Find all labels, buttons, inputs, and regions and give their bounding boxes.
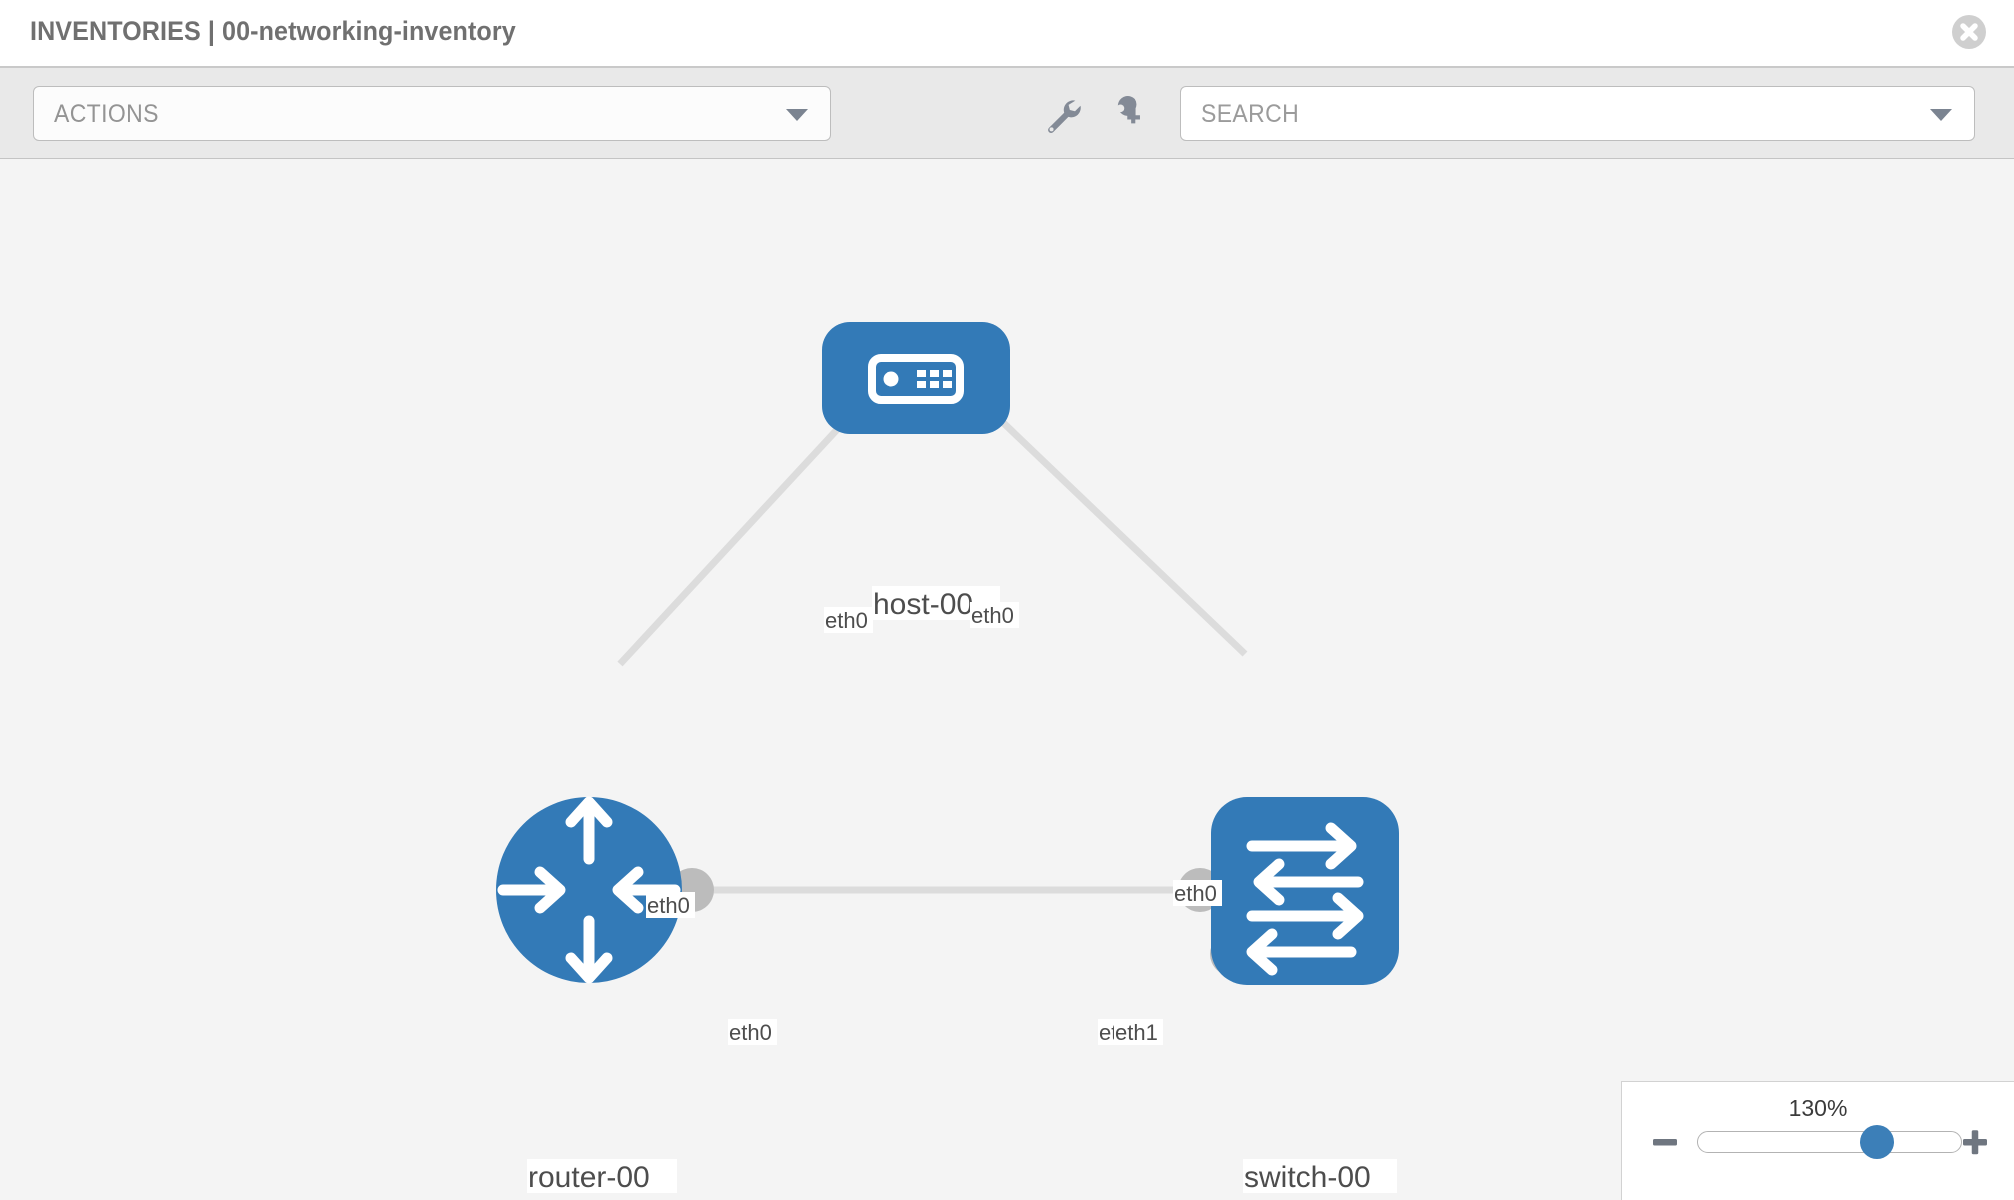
- plus-icon: [1963, 1130, 1987, 1155]
- actions-dropdown[interactable]: ACTIONS: [33, 86, 831, 141]
- svg-text:eth0: eth0: [1174, 881, 1217, 906]
- node-label-host-00: host-00: [873, 588, 973, 621]
- breadcrumb: INVENTORIES | 00-networking-inventory: [30, 16, 516, 46]
- minus-icon: [1653, 1139, 1677, 1146]
- iface-label-router00-up: eth0: [646, 892, 695, 918]
- svg-text:eth0: eth0: [971, 603, 1014, 628]
- wrench-button[interactable]: [1040, 92, 1084, 136]
- close-icon: [1960, 23, 1978, 41]
- zoom-level-label: 130%: [1788, 1095, 1848, 1121]
- node-host-00[interactable]: host-00: [822, 322, 1010, 621]
- iface-label-host00-left: eth0: [824, 607, 873, 633]
- toolbar: ACTIONS SEARCH: [0, 68, 2014, 159]
- actions-dropdown-label: ACTIONS: [54, 100, 159, 128]
- topology-canvas[interactable]: host-00 router-00: [0, 159, 2014, 1200]
- router-icon: [497, 796, 681, 984]
- topology-graph: host-00 router-00: [496, 322, 1399, 1194]
- svg-text:eth1: eth1: [1115, 1020, 1158, 1045]
- node-label-switch-00: switch-00: [1244, 1161, 1371, 1194]
- search-input[interactable]: SEARCH: [1180, 86, 1975, 141]
- chevron-down-icon: [1930, 108, 1952, 121]
- zoom-out-button[interactable]: [1648, 1125, 1682, 1159]
- key-button[interactable]: [1105, 92, 1149, 136]
- wrench-icon: [1048, 100, 1081, 134]
- switch-icon: [1246, 822, 1364, 976]
- svg-text:eth0: eth0: [729, 1020, 772, 1045]
- key-icon: [1116, 96, 1140, 124]
- zoom-slider-thumb[interactable]: [1859, 1125, 1894, 1159]
- iface-label-router00-right: eth0: [728, 1019, 777, 1045]
- iface-label-switch00-left: eth1: [1114, 1019, 1163, 1045]
- node-router-00[interactable]: router-00: [496, 796, 682, 1194]
- zoom-slider[interactable]: [1697, 1125, 1962, 1159]
- chevron-down-icon: [786, 108, 808, 121]
- search-placeholder: SEARCH: [1201, 100, 1300, 128]
- svg-text:eth0: eth0: [647, 893, 690, 918]
- close-button[interactable]: [1952, 15, 1986, 49]
- zoom-in-button[interactable]: [1958, 1125, 1992, 1159]
- page-header: INVENTORIES | 00-networking-inventory: [0, 0, 2014, 68]
- zoom-control-panel: 130%: [1621, 1081, 2014, 1200]
- node-switch-00[interactable]: switch-00: [1211, 797, 1399, 1194]
- iface-label-switch00-up: eth0: [1173, 880, 1222, 906]
- node-label-router-00: router-00: [528, 1161, 650, 1194]
- iface-label-host00-right: eth0: [970, 602, 1019, 628]
- svg-text:eth0: eth0: [825, 608, 868, 633]
- host-icon: [868, 354, 964, 404]
